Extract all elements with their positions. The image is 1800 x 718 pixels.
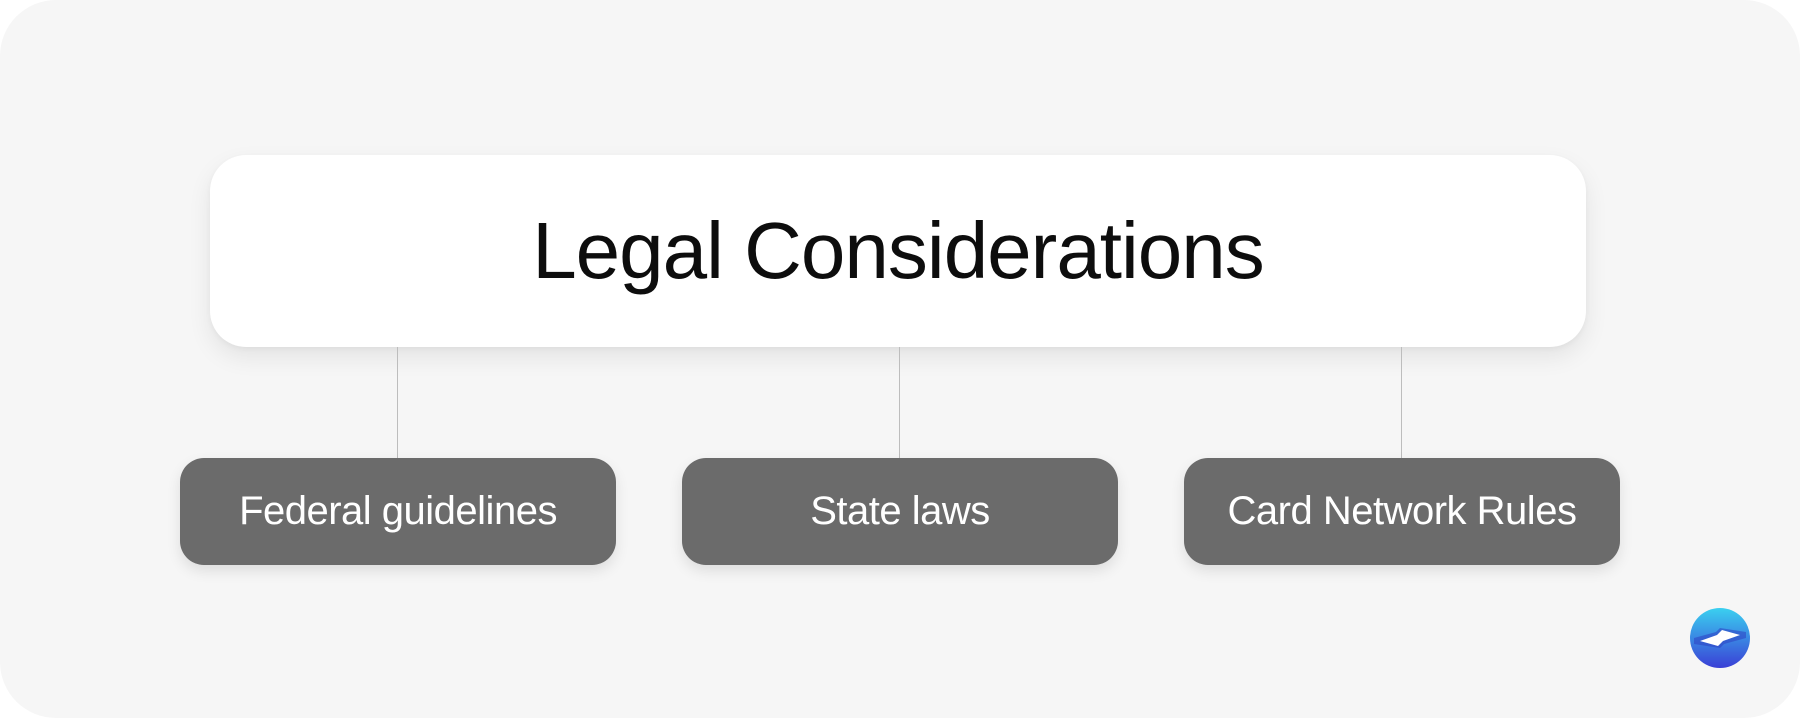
root-node-label: Legal Considerations	[532, 206, 1265, 295]
root-node: Legal Considerations	[210, 155, 1586, 347]
connector-line-federal	[397, 347, 398, 458]
child-node-label: Federal guidelines	[239, 489, 557, 533]
child-node-label: Card Network Rules	[1227, 489, 1577, 533]
child-node-federal-guidelines: Federal guidelines	[180, 458, 616, 565]
child-node-card-network-rules: Card Network Rules	[1184, 458, 1620, 565]
connector-line-card-network	[1401, 347, 1402, 458]
connector-line-state	[899, 347, 900, 458]
child-node-label: State laws	[810, 489, 990, 533]
child-node-state-laws: State laws	[682, 458, 1118, 565]
lightning-bolt-logo-icon	[1690, 608, 1750, 668]
